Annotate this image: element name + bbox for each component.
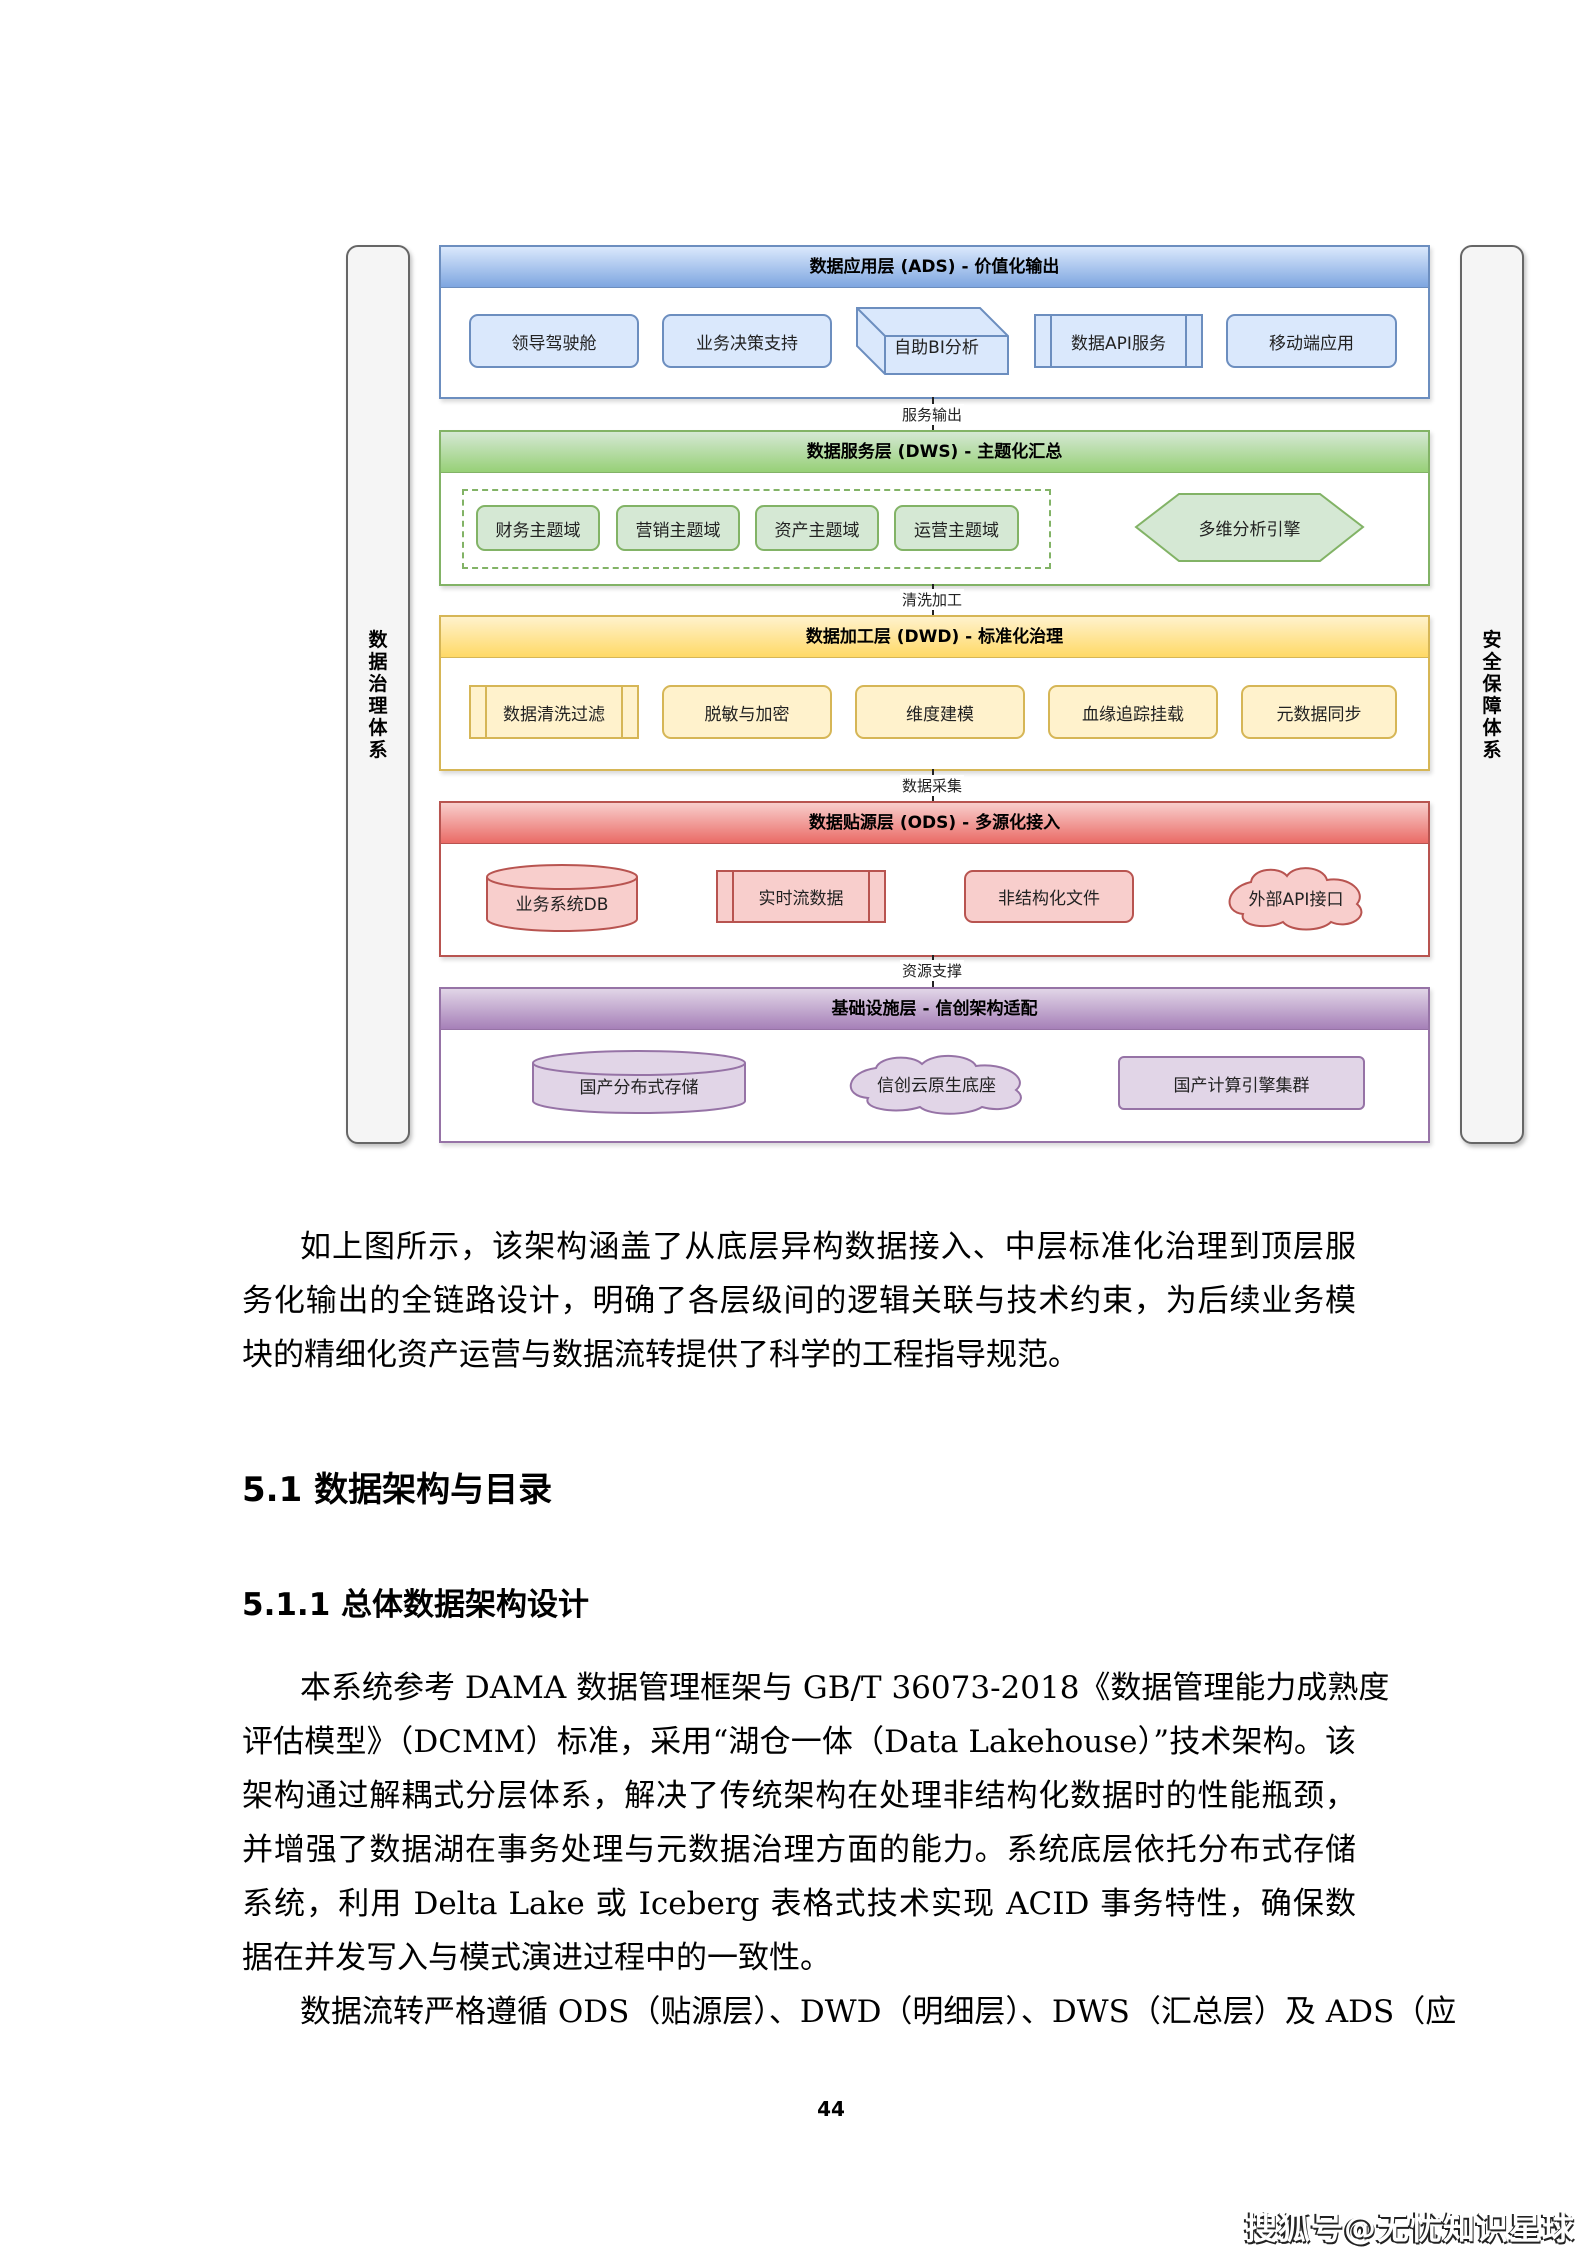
dws-layer: 数据服务层 (DWS) - 主题化汇总 xyxy=(439,430,1430,586)
node-label: 自助BI分析 xyxy=(894,337,979,358)
node-asset-domain: 资产主题域 xyxy=(755,505,879,551)
section-heading-5-1-1: 5.1.1 总体数据架构设计 xyxy=(242,1587,590,1623)
node-lineage-tracking: 血缘追踪挂载 xyxy=(1048,685,1218,739)
text-line: 系统，利用 Delta Lake 或 Iceberg 表格式技术实现 ACID … xyxy=(242,1886,1356,1922)
ads-layer-title: 数据应用层 (ADS) - 价值化输出 xyxy=(441,247,1428,288)
node-label: 资产主题域 xyxy=(774,520,860,541)
node-label: 外部API接口 xyxy=(1248,889,1344,910)
node-label: 维度建模 xyxy=(906,704,974,725)
cylinder-shape xyxy=(532,1050,746,1114)
node-marketing-domain: 营销主题域 xyxy=(616,505,740,551)
node-unstructured-files: 非结构化文件 xyxy=(964,870,1134,923)
source-watermark: 搜狐号@无忧知识星球 xyxy=(1245,2209,1576,2247)
node-label: 业务系统DB xyxy=(515,894,609,915)
ods-layer-title: 数据贴源层 (ODS) - 多源化接入 xyxy=(441,803,1428,844)
section-heading-5-1: 5.1 数据架构与目录 xyxy=(242,1470,553,1510)
security-sidebar: 安全保障体系 xyxy=(1460,245,1524,1144)
dws-layer-title: 数据服务层 (DWS) - 主题化汇总 xyxy=(441,432,1428,473)
text-line: 架构通过解耦式分层体系，解决了传统架构在处理非结构化数据时的性能瓶颈， xyxy=(242,1778,1356,1814)
text-line: 如上图所示，该架构涵盖了从底层异构数据接入、中层标准化治理到顶层服 xyxy=(300,1229,1356,1265)
node-decision-support: 业务决策支持 xyxy=(662,314,832,368)
node-masking-encryption: 脱敏与加密 xyxy=(662,685,832,739)
node-compute-cluster: 国产计算引擎集群 xyxy=(1118,1056,1365,1110)
node-finance-domain: 财务主题域 xyxy=(476,505,600,551)
node-data-cleansing: 数据清洗过滤 xyxy=(469,685,639,739)
connector-service-output: 服务输出 xyxy=(899,404,965,425)
node-label: 领导驾驶舱 xyxy=(511,333,597,354)
infra-layer-title: 基础设施层 - 信创架构适配 xyxy=(441,989,1428,1030)
node-data-api-service: 数据API服务 xyxy=(1034,314,1203,368)
node-dimension-modeling: 维度建模 xyxy=(855,685,1025,739)
node-label: 营销主题域 xyxy=(635,520,721,541)
node-label: 国产分布式存储 xyxy=(579,1077,699,1098)
hexagon-shape xyxy=(1134,493,1365,562)
node-label: 数据清洗过滤 xyxy=(503,704,605,725)
text-line: 评估模型》（DCMM）标准，采用“湖仓一体（Data Lakehouse）”技术… xyxy=(242,1724,1356,1760)
node-business-db: 业务系统DB xyxy=(485,863,639,933)
right-sidebar-label: 安全保障体系 xyxy=(1482,628,1502,761)
node-label: 国产计算引擎集群 xyxy=(1173,1075,1310,1096)
connector-collection: 数据采集 xyxy=(899,775,965,796)
node-leader-cockpit: 领导驾驶舱 xyxy=(469,314,639,368)
process-bar xyxy=(868,872,870,921)
cloud-shape xyxy=(849,1054,1022,1115)
node-operation-domain: 运营主题域 xyxy=(894,505,1019,551)
subject-domain-group xyxy=(462,489,1051,569)
text-line: 并增强了数据湖在事务处理与元数据治理方面的能力。系统底层依托分布式存储 xyxy=(242,1832,1356,1868)
page-number: 44 xyxy=(817,2097,845,2121)
node-label: 数据API服务 xyxy=(1071,333,1166,354)
text-line: 本系统参考 DAMA 数据管理框架与 GB/T 36073-2018《数据管理能… xyxy=(300,1670,1390,1706)
node-label: 血缘追踪挂载 xyxy=(1082,704,1184,725)
cloud-shape xyxy=(1228,867,1363,931)
node-label: 元数据同步 xyxy=(1276,704,1362,725)
node-mobile-app: 移动端应用 xyxy=(1226,314,1397,368)
node-label: 实时流数据 xyxy=(758,889,844,909)
cylinder-shape xyxy=(486,864,638,932)
connector-cleansing: 清洗加工 xyxy=(899,589,965,610)
left-sidebar-label: 数据治理体系 xyxy=(368,628,388,761)
cube-shape xyxy=(856,307,1009,375)
node-cloud-native-base: 信创云原生底座 xyxy=(840,1052,1033,1115)
text-line: 务化输出的全链路设计，明确了各层级间的逻辑关联与技术约束，为后续业务模 xyxy=(242,1283,1356,1319)
node-label: 财务主题域 xyxy=(495,520,581,541)
node-external-api: 外部API接口 xyxy=(1221,864,1371,931)
node-realtime-stream: 实时流数据 xyxy=(716,870,886,923)
paragraph-1: 如上图所示，该架构涵盖了从底层异构数据接入、中层标准化治理到顶层服 务化输出的全… xyxy=(242,1220,1356,1382)
dwd-layer-title: 数据加工层 (DWD) - 标准化治理 xyxy=(441,617,1428,658)
node-label: 多维分析引擎 xyxy=(1198,520,1301,540)
node-label: 信创云原生底座 xyxy=(877,1075,996,1096)
process-bar xyxy=(1050,316,1052,366)
node-metadata-sync: 元数据同步 xyxy=(1241,685,1397,739)
process-bar xyxy=(1185,316,1187,366)
node-label: 运营主题域 xyxy=(914,520,999,541)
node-label: 脱敏与加密 xyxy=(704,704,790,725)
node-label: 移动端应用 xyxy=(1269,333,1354,354)
text-line: 据在并发写入与模式演进过程中的一致性。 xyxy=(242,1940,831,1976)
process-bar xyxy=(485,687,487,737)
node-label: 非结构化文件 xyxy=(998,889,1100,909)
text-line: 数据流转严格遵循 ODS（贴源层）、DWD（明细层）、DWS（汇总层）及 ADS… xyxy=(300,1994,1457,2030)
process-bar xyxy=(621,687,623,737)
process-bar xyxy=(732,872,734,921)
connector-resource: 资源支撑 xyxy=(899,960,965,981)
node-olap-engine: 多维分析引擎 xyxy=(1134,492,1365,563)
node-distributed-storage: 国产分布式存储 xyxy=(531,1049,747,1115)
text-line: 块的精细化资产运营与数据流转提供了科学的工程指导规范。 xyxy=(242,1337,1079,1373)
node-label: 业务决策支持 xyxy=(696,333,798,354)
data-governance-sidebar: 数据治理体系 xyxy=(346,245,410,1144)
node-self-bi-cube: 自助BI分析 xyxy=(855,306,1010,376)
paragraph-2: 本系统参考 DAMA 数据管理框架与 GB/T 36073-2018《数据管理能… xyxy=(242,1661,1457,2039)
